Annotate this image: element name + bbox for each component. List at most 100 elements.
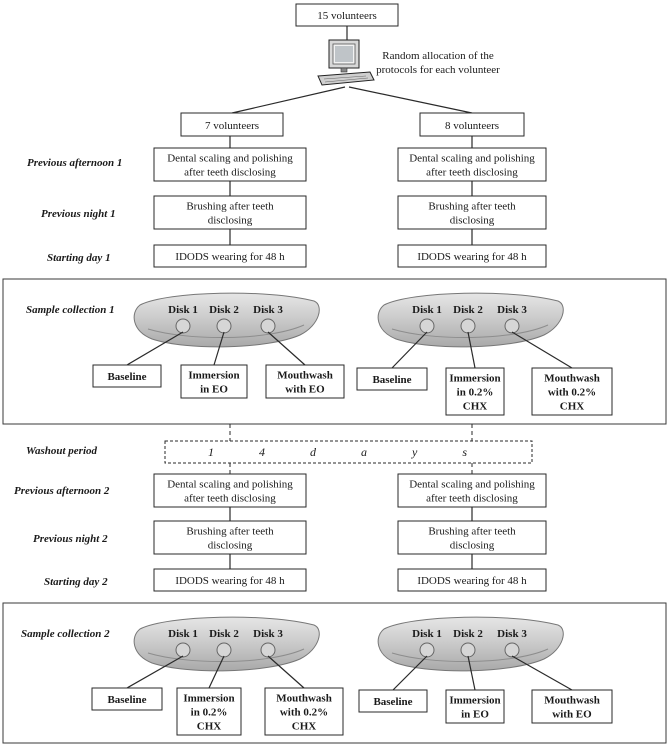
collection-2-left-outcome-2-text-2: in 0.2% — [191, 707, 228, 719]
collection-1-left-connector-disk-3 — [267, 331, 306, 366]
collection-1-right-outcome-2-text-2: in 0.2% — [457, 387, 494, 399]
collection-2-right-disk-2-circle — [460, 642, 476, 658]
collection-1-left-connector-disk-2 — [213, 331, 225, 366]
scaling-period-2-right-text-2: after teeth disclosing — [426, 493, 518, 505]
group-left-text: 7 volunteers — [205, 120, 259, 132]
collection-2-right-tray-ridge — [391, 648, 549, 663]
scaling-period-1-left-text-2: after teeth disclosing — [184, 167, 276, 179]
brushing-period-1-left-text-1: Brushing after teeth — [186, 201, 274, 213]
collection-1-right-outcome-1-text-1: Baseline — [372, 374, 411, 386]
collection-2-right-disk-1-circle — [419, 642, 435, 658]
collection-2-left-outcome-3-text-1: Mouthwash — [276, 693, 332, 705]
label-sample-collection-1: Sample collection 1 — [26, 304, 115, 316]
collection-2-left-disk-1-label: Disk 1 — [168, 628, 198, 640]
idods-period-1-right-box — [397, 244, 547, 268]
brushing-period-1-left-box — [153, 195, 307, 230]
collection-2-left-outcome-3-text-3: CHX — [292, 721, 317, 733]
collection-2-right-outcome-1-text-1: Baseline — [373, 696, 412, 708]
collection-2-left-tray-ridge — [147, 648, 305, 663]
collection-2-right-connector-disk-1 — [392, 655, 428, 691]
scaling-period-2-left-box — [153, 473, 307, 508]
collection-1-right-disk-1-label: Disk 1 — [412, 304, 442, 316]
connector-computer-to-left — [231, 86, 346, 114]
collection-1-left-connector-disk-1 — [126, 331, 184, 366]
collection-2-right-outcome-3-text-1: Mouthwash — [544, 695, 600, 707]
collection-2-left-outcome-3-box — [264, 687, 344, 736]
collection-2-left-connector-disk-2 — [208, 655, 225, 689]
label-previous-night-2: Previous night 2 — [33, 533, 108, 545]
label-washout-period: Washout period — [26, 445, 98, 457]
collection-2-right-disk-2-label: Disk 2 — [453, 628, 483, 640]
collection-1-right-outcome-2-text-1: Immersion — [449, 373, 500, 385]
collection-2-right-disk-3-label: Disk 3 — [497, 628, 527, 640]
idods-period-1-left-text-1: IDODS wearing for 48 h — [175, 251, 285, 263]
collection-1-right-tray-ridge — [391, 324, 549, 339]
scaling-period-1-left-text-1: Dental scaling and polishing — [167, 153, 293, 165]
collection-2-left-outcome-1-text-1: Baseline — [107, 694, 146, 706]
label-starting-day-1: Starting day 1 — [47, 252, 111, 264]
brushing-period-1-left-text-2: disclosing — [208, 215, 253, 227]
collection-2-left-disk-1-circle — [175, 642, 191, 658]
collection-1-right-outcome-3-text-1: Mouthwash — [544, 373, 600, 385]
collection-1-right-disk-2-label: Disk 2 — [453, 304, 483, 316]
scaling-period-1-left-box — [153, 147, 307, 182]
label-previous-night-1: Previous night 1 — [41, 208, 116, 220]
collection-2-left-disk-3-label: Disk 3 — [253, 628, 283, 640]
collection-2-right-connector-disk-3 — [511, 655, 573, 691]
brushing-period-1-right-text-1: Brushing after teeth — [428, 201, 516, 213]
collection-1-left-disk-1-circle — [175, 318, 191, 334]
brushing-period-2-left-text-1: Brushing after teeth — [186, 526, 274, 538]
brushing-period-2-right-text-1: Brushing after teeth — [428, 526, 516, 538]
label-starting-day-2: Starting day 2 — [44, 576, 108, 588]
scaling-period-2-right-box — [397, 473, 547, 508]
scaling-period-2-right-text-1: Dental scaling and polishing — [409, 479, 535, 491]
collection-1-left-disk-3-label: Disk 3 — [253, 304, 283, 316]
collection-2-right-connector-disk-2 — [467, 655, 476, 691]
label-previous-afternoon-1: Previous afternoon 1 — [27, 157, 122, 169]
collection-2-right-outcome-3-box — [531, 689, 613, 724]
label-previous-afternoon-2: Previous afternoon 2 — [14, 485, 110, 497]
collection-1-left-outcome-3-box — [265, 364, 345, 399]
collection-2-right-disk-1-label: Disk 1 — [412, 628, 442, 640]
collection-1-left-outcome-2-text-2: in EO — [200, 384, 228, 396]
collection-1-left-outcome-1-text-1: Baseline — [107, 371, 146, 383]
collection-1-right-outcome-3-text-3: CHX — [560, 401, 585, 413]
group-left-box — [180, 112, 284, 137]
idods-period-2-left-box — [153, 568, 307, 592]
brushing-period-2-left-box — [153, 520, 307, 555]
scaling-period-2-left-text-2: after teeth disclosing — [184, 493, 276, 505]
collection-2-left-outcome-3-text-2: with 0.2% — [280, 707, 328, 719]
collection-1-right-disk-3-label: Disk 3 — [497, 304, 527, 316]
collection-1-left-outcome-3-text-1: Mouthwash — [277, 370, 333, 382]
collection-1-right-disk-1-circle — [419, 318, 435, 334]
scaling-period-1-right-text-2: after teeth disclosing — [426, 167, 518, 179]
collection-1-right-outcome-3-box — [531, 367, 613, 416]
diagram-dynamic-layer: Dental scaling and polishing after teeth … — [91, 136, 613, 736]
collection-1-left-disk-2-label: Disk 2 — [209, 304, 239, 316]
total-volunteers-text: 15 volunteers — [317, 10, 377, 22]
allocation-note-line-1: Random allocation of the — [382, 50, 494, 62]
label-sample-collection-2: Sample collection 2 — [21, 628, 110, 640]
computer-icon — [317, 39, 375, 86]
collection-2-right-outcome-2-text-2: in EO — [461, 709, 489, 721]
collection-1-left-disk-2-circle — [216, 318, 232, 334]
collection-2-left-disk-3-circle — [260, 642, 276, 658]
brushing-period-1-right-box — [397, 195, 547, 230]
sample-collection-1-panel — [2, 278, 667, 425]
collection-1-left-disk-1-label: Disk 1 — [168, 304, 198, 316]
collection-1-right-connector-disk-2 — [467, 331, 476, 369]
washout-box — [164, 440, 533, 464]
idods-period-2-right-text-1: IDODS wearing for 48 h — [417, 575, 527, 587]
sample-collection-2-panel — [2, 602, 667, 744]
brushing-period-1-right-text-2: disclosing — [450, 215, 495, 227]
collection-2-left-outcome-2-box — [176, 687, 242, 736]
scaling-period-2-left-text-1: Dental scaling and polishing — [167, 479, 293, 491]
collection-2-left-outcome-2-text-1: Immersion — [183, 693, 234, 705]
collection-1-left-disk-3-circle — [260, 318, 276, 334]
collection-1-left-outcome-2-text-1: Immersion — [188, 370, 239, 382]
group-right-text: 8 volunteers — [445, 120, 499, 132]
collection-1-right-outcome-1-box — [356, 367, 428, 391]
collection-1-left-tray-ridge — [147, 324, 305, 339]
scaling-period-1-right-box — [397, 147, 547, 182]
